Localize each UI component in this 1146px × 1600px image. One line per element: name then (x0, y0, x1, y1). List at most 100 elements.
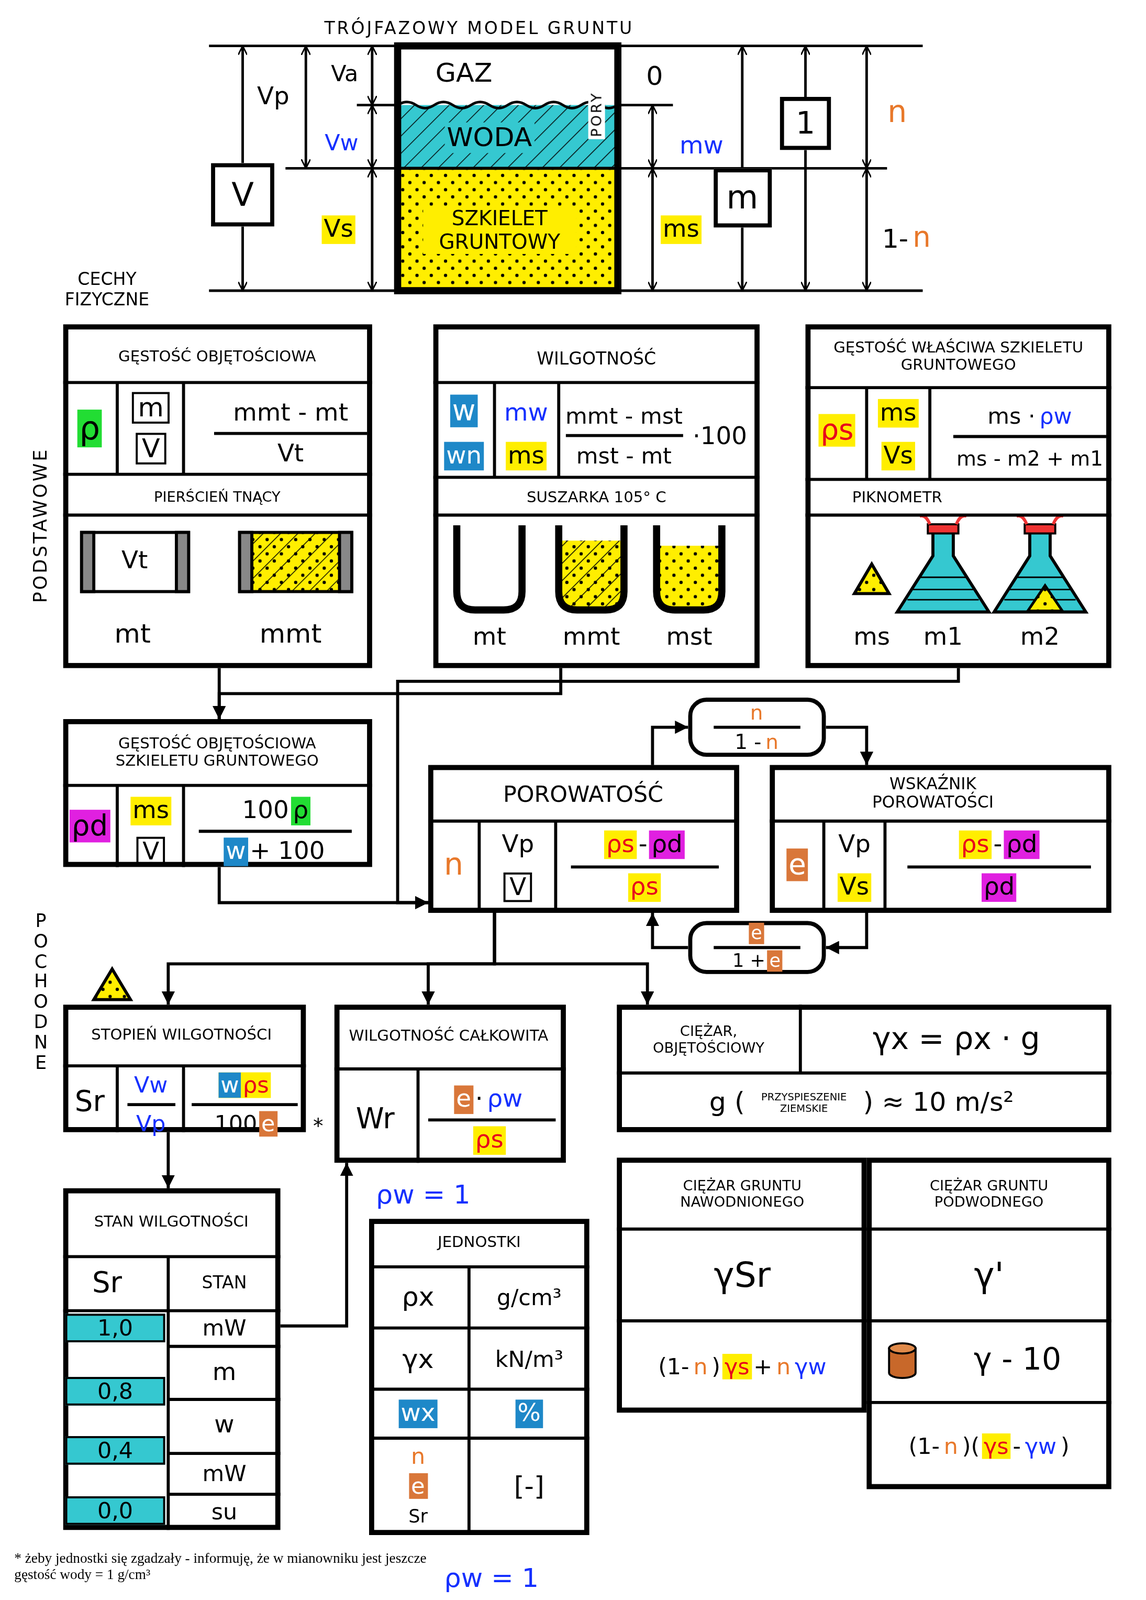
node-text: g ( (707, 1086, 748, 1118)
rule-line (769, 819, 1111, 823)
node-text: 1 (793, 105, 818, 141)
node-text: ρd (649, 830, 685, 859)
node-text: n (748, 701, 765, 725)
node-text: Wr (353, 1102, 397, 1136)
rule-line (63, 380, 373, 384)
text-row: γx = ρx · g (870, 1021, 1043, 1057)
text-row: Sr (72, 1084, 107, 1118)
label-text: Vw (322, 129, 361, 156)
label: Vp (254, 82, 292, 111)
rule-line (182, 1065, 186, 1132)
volume-box: V (210, 163, 275, 227)
node-text: Sr (90, 1266, 125, 1300)
label: Vw (322, 129, 361, 156)
text-row: su (209, 1498, 240, 1524)
text-row: [-] (512, 1471, 547, 1502)
rule-line (63, 472, 373, 476)
text-row: mt (112, 618, 153, 650)
label: mw (677, 131, 726, 161)
node-text: WSKAŹNIK POROWATOŚCI (846, 774, 1020, 812)
text-row: ms (877, 398, 919, 428)
rule-line (369, 1326, 590, 1330)
text-row: CIĘŻAR, OBJĘTOŚCIOWY (627, 1022, 791, 1056)
node-text: 0,0 (95, 1497, 136, 1523)
text-row: ms (505, 441, 547, 471)
text-row: γSr (711, 1254, 773, 1295)
text-row: ms ·ρw (985, 403, 1074, 429)
text-row: g/cm³ (494, 1284, 564, 1310)
soil-column (397, 46, 619, 291)
rule-line (182, 382, 186, 474)
text-row: mst (664, 622, 715, 652)
weight-card: CIĘŻAR GRUNTU NAWODNIONEGOγSr(1-n)γs+nγw (616, 1156, 867, 1412)
rule-line (477, 820, 481, 913)
label-text: POCHODNE (31, 910, 50, 1072)
text-row: ·100 (690, 422, 750, 451)
derived-card: WSKAŹNIK POROWATOŚCIeVpVsρs-ρdρd (769, 764, 1111, 913)
flow-arrow (397, 668, 959, 903)
text-row: 0,4 (95, 1437, 136, 1463)
node-text: V (229, 175, 256, 214)
rule-line (557, 382, 561, 477)
node-text: n (774, 1353, 793, 1379)
flow-arrow (219, 866, 429, 903)
text-row: w (450, 394, 478, 428)
text-row: (1-n)γs+nγw (655, 1353, 829, 1379)
label-text: PODSTAWOWE (30, 445, 52, 606)
text-row: POROWATOŚĆ (501, 781, 666, 807)
node-text: wn (443, 441, 484, 471)
node-text: GĘSTOŚĆ WŁAŚCIWA SZKIELETU GRUNTOWEGO (815, 339, 1101, 375)
drying-bowls (456, 525, 722, 610)
text-row: (1-n)(γs-γw) (906, 1432, 1072, 1459)
node-text: ρs (604, 830, 637, 859)
rule-line (115, 382, 119, 474)
rule-line (798, 1004, 803, 1073)
node-text: - (991, 830, 1005, 859)
text-row: mW (200, 1314, 249, 1341)
text-row: 1 +e (730, 949, 783, 971)
rule-line (182, 785, 186, 867)
flow-arrow (428, 912, 495, 1005)
node-text: Vs (837, 872, 872, 901)
label-text: Vs (321, 215, 356, 244)
text-row: ρd (981, 872, 1017, 901)
text-row: Vp (499, 830, 537, 859)
text-row: mw (502, 398, 551, 428)
water-layer: WODA (397, 105, 619, 169)
flow-arrow (825, 912, 867, 948)
text-row: PIERŚCIEŃ TNĄCY (151, 488, 283, 505)
rule-line (864, 387, 869, 480)
text-row: w+ 100 (223, 837, 327, 866)
text-row: WSKAŹNIK POROWATOŚCI (846, 774, 1020, 812)
text-row: ρs-ρd (604, 830, 685, 859)
node-text: ms (505, 441, 547, 471)
rule-line (616, 1227, 867, 1231)
rule-line (191, 1102, 298, 1106)
text-row: PIKNOMETR (850, 488, 945, 507)
node-text: su (209, 1498, 240, 1524)
unit-box: 1 (780, 96, 831, 150)
text-row: n (441, 847, 466, 883)
node-text: ρd (1004, 830, 1040, 859)
node-text: m (724, 179, 761, 217)
label: 0 (643, 61, 665, 92)
label-text: * (310, 1114, 326, 1138)
flow-arrow (166, 1131, 170, 1188)
label-text: mw (677, 131, 726, 161)
label: PORY (588, 89, 605, 140)
text-row: ρs (628, 872, 661, 901)
node-text: POROWATOŚĆ (501, 781, 666, 807)
rule-line (493, 382, 497, 477)
text-row: ρd (69, 809, 110, 843)
soil-icon (93, 968, 131, 999)
label: n (885, 94, 909, 130)
text-row: GĘSTOŚĆ OBJĘTOŚCIOWA SZKIELETU GRUNTOWEG… (74, 735, 360, 771)
node-text: GĘSTOŚĆ OBJĘTOŚCIOWA (116, 348, 318, 366)
rule-line (866, 1400, 1111, 1404)
text-row: Vp (134, 1110, 168, 1137)
text-row: Vs (837, 872, 872, 901)
derived-card: POROWATOŚĆnVpVρs-ρdρs (428, 764, 740, 913)
value-band: 0,8 (65, 1376, 166, 1406)
flow-arrow (219, 668, 561, 719)
